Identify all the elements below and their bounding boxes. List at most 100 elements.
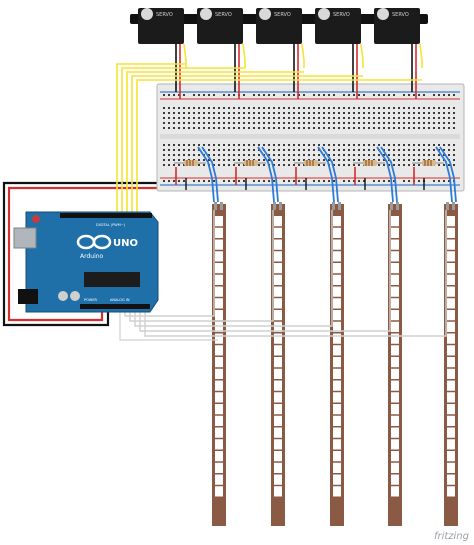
flex-sensor-segment [333,263,341,274]
resistor-3 [294,146,339,203]
flex-sensor-segment [333,439,341,450]
flex-sensor-segment [391,415,399,426]
flex-sensor-segment [215,380,223,391]
flex-sensor-segment [333,368,341,379]
flex-sensor-segment [391,274,399,285]
flex-sensor-segment [447,415,455,426]
flex-sensor-segment [391,427,399,438]
flex-sensor-4 [388,202,402,526]
servo-horn-icon [318,8,330,20]
sensor-link-wire-a [435,146,453,203]
flex-sensor-segment [215,227,223,238]
servo-signal-stub [301,43,305,68]
flex-sensor-segment [391,321,399,332]
flex-sensor-segment [274,474,282,485]
flex-sensor-segment [447,451,455,462]
flex-sensor-segment [333,451,341,462]
flex-sensor-segment [333,274,341,285]
flex-sensor-pin [279,202,282,210]
flex-sensor-segment [215,286,223,297]
flex-sensor-segment [447,462,455,473]
resistor-5 [412,146,457,203]
flex-sensor-segment [274,368,282,379]
flex-sensor-segment [274,310,282,321]
flex-sensor-segment [333,474,341,485]
flex-sensor-segment [447,404,455,415]
resistor-body [304,160,318,166]
flex-sensor-segment [391,345,399,356]
flex-sensor-segment [447,321,455,332]
flex-sensor-segment [333,357,341,368]
flex-sensor-segment [215,357,223,368]
flex-sensor-segment [274,239,282,250]
arduino-model-label: UNO [113,238,138,249]
flex-sensor-segment [391,474,399,485]
resistor-body [422,160,436,166]
arduino-infinity-logo-icon [76,234,112,250]
flex-sensor-pin [332,202,335,210]
flex-sensor-segment [447,227,455,238]
servo-signal-stub [183,43,187,68]
flex-sensor-segment [215,345,223,356]
flex-sensor-segment [447,392,455,403]
flex-sensor-segment [391,263,399,274]
flex-sensor-segment [274,392,282,403]
sensor-link-wire-a [197,146,215,203]
resistor-2 [234,146,279,203]
flex-sensor-segment [215,404,223,415]
flex-sensor-1 [212,202,226,526]
resistor-4 [353,146,398,203]
arduino-brand-label: Arduino [80,253,104,260]
flex-sensor-segment [447,310,455,321]
sensor-link-wire-b [201,146,219,203]
flex-sensor-segment [391,392,399,403]
flex-sensor-segment [215,474,223,485]
flex-sensor-segment [447,486,455,497]
flex-sensor-segment [333,380,341,391]
sensor-link-wire-a [257,146,275,203]
flex-sensor-segment [215,251,223,262]
flex-sensor-segment [391,227,399,238]
flex-sensor-segment [333,415,341,426]
flex-sensor-segment [274,263,282,274]
servo-horn-icon [259,8,271,20]
microcontroller-chip [84,272,140,287]
flex-sensor-segment [447,345,455,356]
flex-sensor-segment [391,439,399,450]
reset-button-icon [32,215,40,223]
flex-sensor-segment [274,415,282,426]
flex-sensor-segment [274,333,282,344]
servo-4: SERVO [307,8,369,99]
servo-5: SERVO [366,8,428,99]
flex-sensor-segment [447,474,455,485]
flex-sensor-5 [444,202,458,526]
flex-sensor-segment [215,310,223,321]
servo-signal-stub [419,43,423,68]
flex-sensor-segment [391,462,399,473]
flex-sensor-segment [215,462,223,473]
flex-sensor-segment [391,251,399,262]
flex-sensor-segment [274,251,282,262]
servo-signal-stub [242,43,246,68]
flex-sensor-segment [391,310,399,321]
flex-sensor-segment [333,427,341,438]
analog-common-wire [119,309,218,341]
flex-sensor-segment [447,380,455,391]
flex-sensor-segment [447,357,455,368]
flex-sensor-segment [447,427,455,438]
servo-label: SERVO [392,12,409,18]
servo-horn-icon [141,8,153,20]
flex-sensor-segment [215,427,223,438]
flex-sensor-segment [274,227,282,238]
flex-sensor-segment [447,368,455,379]
flex-sensor-segment [447,239,455,250]
sensor-link-wire-b [321,146,339,203]
resistor-body [244,160,258,166]
flex-sensor-segment [215,368,223,379]
flex-sensor-segment [333,216,341,227]
sensor-link-wire-b [439,146,457,203]
flex-sensor-pin [446,202,449,210]
flex-sensor-segment [447,286,455,297]
flex-sensor-pin [273,202,276,210]
